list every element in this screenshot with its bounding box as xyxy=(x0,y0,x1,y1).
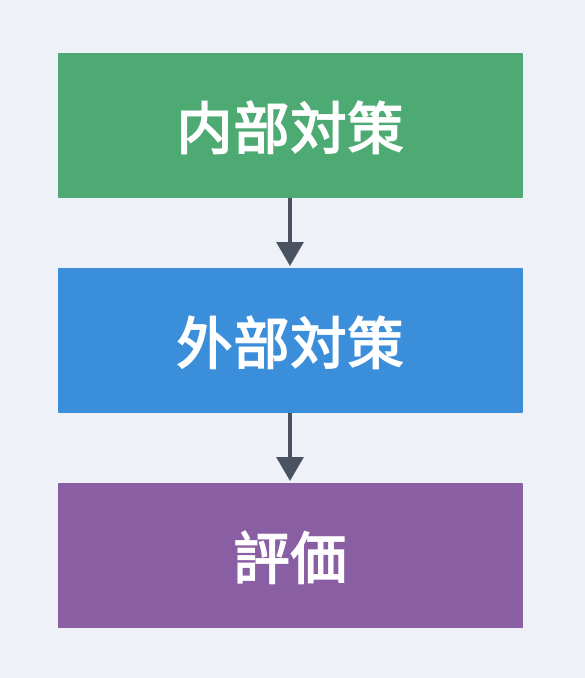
step-box-evaluation: 評価 xyxy=(58,483,523,628)
step-box-internal-measures: 内部対策 xyxy=(58,53,523,198)
step-label: 内部対策 xyxy=(176,98,405,163)
step-label: 評価 xyxy=(233,528,348,593)
step-label: 外部対策 xyxy=(176,313,405,378)
down-arrow-1 xyxy=(276,198,304,266)
down-arrow-2 xyxy=(276,413,304,481)
step-box-external-measures: 外部対策 xyxy=(58,268,523,413)
